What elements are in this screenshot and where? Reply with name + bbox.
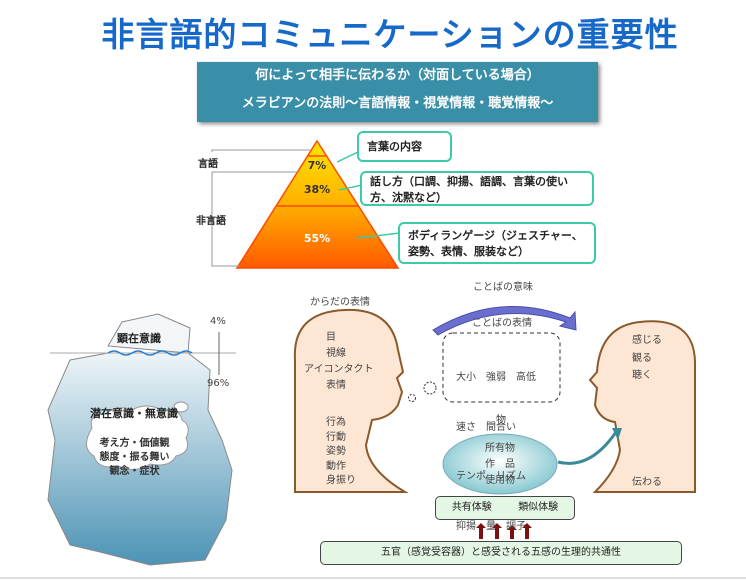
- page-title: 非言語的コミュニケーションの重要性: [101, 15, 679, 54]
- callout-word-content: 言葉の内容: [357, 131, 452, 162]
- object-arrow-icon: [557, 431, 618, 465]
- list-item: 使用物: [485, 475, 515, 486]
- list-item: テンポ リズム: [456, 471, 526, 482]
- word-expression-label: ことばの表情: [472, 318, 532, 329]
- list-item: 感じる: [632, 335, 662, 346]
- label-nonverbal: 非言語: [196, 216, 226, 227]
- banner-line-2: メラビアンの法則〜言語情報・視覚情報・聴覚情報〜: [241, 96, 554, 111]
- thought-cloud: [86, 405, 189, 470]
- list-item: 動作: [326, 460, 346, 472]
- callout-speaking-style: 話し方（口調、抑揚、語調、言葉の使い方、沈黙など）: [360, 171, 594, 206]
- callout-body-language: ボディランゲージ（ジェスチャー、姿勢、表情、服装など）: [398, 222, 596, 264]
- object-items-list: 所有物 作 品 使用物: [475, 441, 525, 489]
- foundation-box: 五官（感覚受容器）と感受される五感の生理的共通性: [320, 541, 682, 565]
- left-head-upper-list: 目 視線 アイコンタクト 表情: [304, 330, 384, 394]
- left-head-lower-list: 行為 行動 姿勢 動作 身振り: [326, 416, 356, 489]
- list-item: 速さ 間合い: [456, 421, 516, 433]
- cloud-line: 態度・振る舞い: [99, 452, 170, 463]
- pyramid-pct-55: 55%: [303, 232, 331, 245]
- list-item: 抑揚 量 調子: [456, 520, 526, 532]
- pyramid-pct-38: 38%: [303, 183, 331, 196]
- object-label: 物: [496, 415, 506, 426]
- list-item: 目: [326, 332, 336, 343]
- conscious-percent: 4%: [210, 316, 226, 327]
- up-arrows-icon: [476, 523, 532, 539]
- right-head-upper-list: 感じる 観る 聴く: [632, 332, 662, 385]
- label-verbal: 言語: [198, 159, 218, 170]
- iceberg: [47, 313, 236, 566]
- list-item: 観る: [632, 352, 652, 364]
- pyramid-brackets: [211, 149, 310, 267]
- list-item: 表情: [326, 380, 346, 391]
- pyramid-pct-7: 7%: [307, 159, 327, 172]
- object-ellipse: [442, 433, 558, 495]
- conscious-label: 顕在意識: [117, 332, 161, 345]
- list-item: 大小 強弱 高低: [456, 372, 536, 383]
- left-head: [293, 308, 409, 493]
- curved-arrow-icon: [432, 306, 577, 336]
- shared-experience: 共有体験: [451, 502, 492, 513]
- right-head-lower-label: 伝わる: [632, 477, 662, 488]
- cloud-line: 観念・症状: [109, 466, 160, 477]
- mehrabian-banner: 何によって相手に伝わるか（対面している場合） メラビアンの法則〜言語情報・視覚情…: [197, 62, 598, 122]
- list-item: 視線: [326, 348, 346, 359]
- list-item: 作 品: [485, 459, 515, 470]
- word-meaning-label: ことばの意味: [473, 282, 533, 293]
- similar-experience: 類似体験: [518, 502, 559, 513]
- list-item: 行為: [326, 417, 346, 428]
- list-item: 聴く: [632, 370, 652, 381]
- banner-line-1: 何によって相手に伝わるか（対面している場合）: [255, 68, 540, 83]
- object-arrowhead-icon: [612, 428, 622, 440]
- experience-box: 共有体験 類似体験: [435, 496, 575, 520]
- voice-items-list: 大小 強弱 高低 速さ 間合い テンポ リズム 抑揚 量 調子: [456, 337, 536, 552]
- list-item: 姿勢: [326, 446, 346, 457]
- pyramid: [235, 139, 400, 269]
- list-item: アイコンタクト: [304, 364, 374, 375]
- thought-bubble-small: [408, 394, 416, 402]
- subconscious-percent: 96%: [207, 378, 230, 389]
- cloud-line: 考え方・価値観: [99, 438, 170, 449]
- voice-dashed-box: [442, 332, 561, 403]
- right-head: [588, 320, 696, 493]
- thought-bubble-medium: [423, 381, 437, 395]
- list-item: 所有物: [485, 443, 515, 454]
- cloud-text: 考え方・価値観 態度・振る舞い 観念・症状: [92, 437, 177, 479]
- list-item: 身振り: [326, 475, 356, 486]
- body-expression-label: からだの表情: [310, 297, 370, 308]
- list-item: 行動: [326, 431, 346, 443]
- subconscious-label: 潜在意識・無意識: [90, 407, 178, 420]
